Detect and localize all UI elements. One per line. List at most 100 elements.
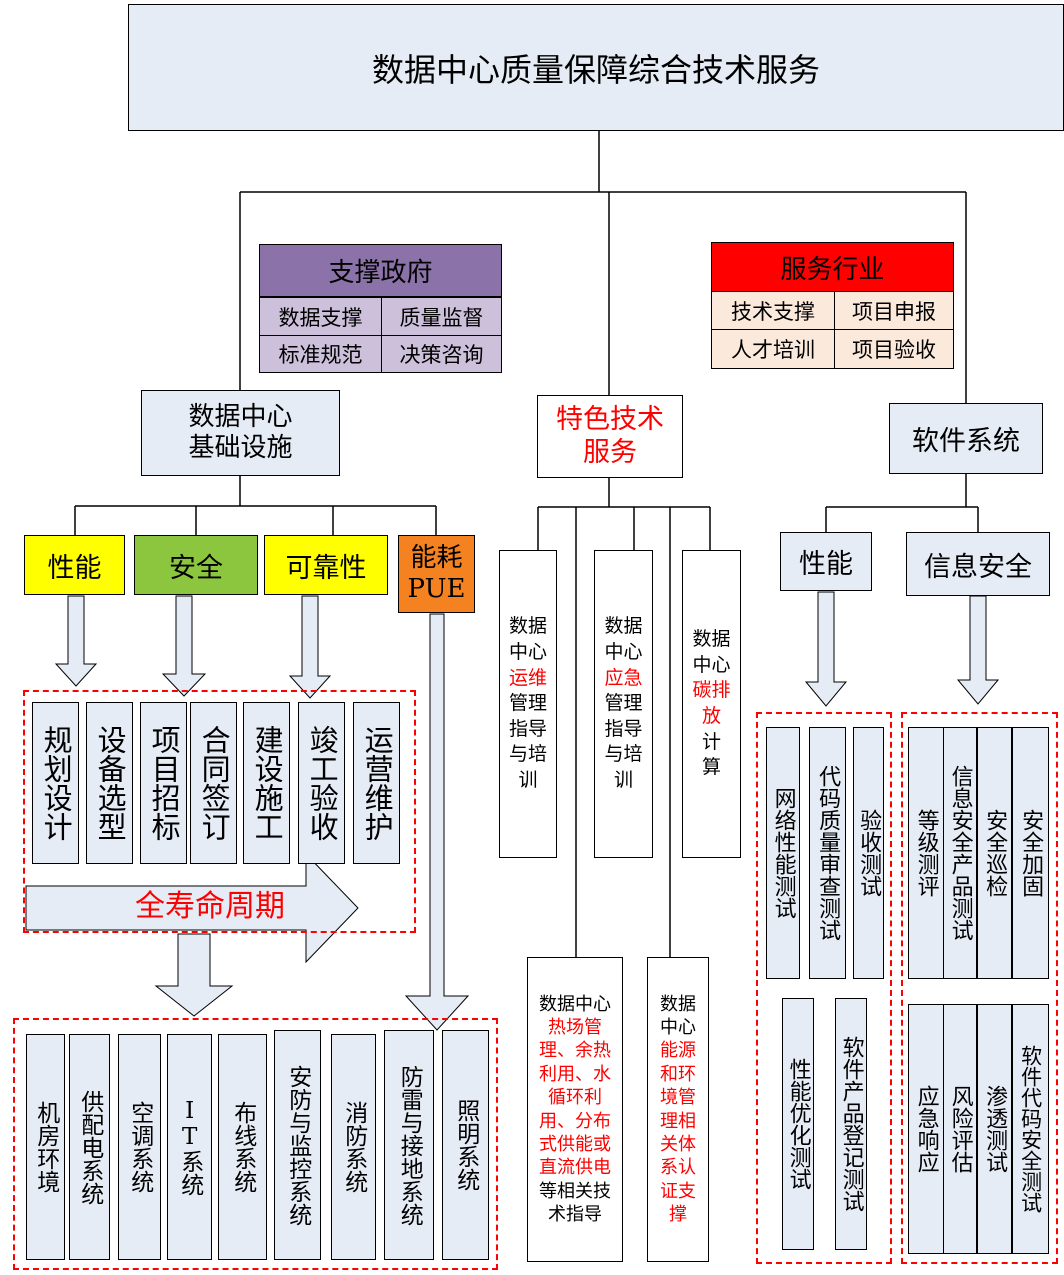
serve-industry-cell: 项目验收 [834,329,954,369]
support-gov-cell: 决策咨询 [381,335,502,373]
special-item-text-red: 应急 [604,666,643,689]
special-item-text-red: 式供能或 [539,1133,611,1155]
special-item-line: 数据 [660,993,696,1016]
special-item-line: 中心 [660,1016,696,1039]
special-item-text-black: 与培 [508,743,547,766]
software-category-performance: 性能 [780,532,872,591]
software-sec-item: 安全巡检 [977,727,1012,979]
serve-industry-cell: 项目申报 [834,291,954,330]
special-item-thermal: 数据中心热场管理、余热利用、水循环利用、分布式供能或直流供电等相关技术指导 [527,957,623,1262]
special-item-line: 循环利 [548,1086,602,1109]
arrow-down-icon [804,591,848,707]
special-item-line: 式供能或 [539,1133,611,1156]
special-item-line: 境管 [660,1086,696,1109]
lifecycle-region [23,690,416,933]
arrow-down-icon [404,613,470,1031]
special-item-text-red: 利用、水 [539,1063,611,1085]
support-gov-cell: 数据支撑 [259,297,382,336]
special-item-line: 管理 [509,691,547,717]
software-perf-item: 性能优化测试 [782,998,814,1250]
main-title-box: 数据中心质量保障综合技术服务 [128,4,1064,131]
tree-connectors [74,130,979,957]
page-title: 数据中心质量保障综合技术服务 [371,50,820,89]
special-item-line: 理相 [660,1110,696,1133]
special-item-text-red: 能源 [660,1040,696,1062]
special-item-line: 能源 [660,1039,696,1062]
special-item-text-black: 中心 [604,640,643,663]
special-item-energy-env: 数据中心能源和环境管理相关体系认证支撑 [647,957,709,1262]
lifecycle-step: 运营维护 [353,702,400,864]
software-sec-item: 等级测评 [908,727,944,979]
special-item-text-red: 碳排 [692,679,731,702]
special-item-text-black: 中心 [508,640,547,663]
special-item-line: 指导 [509,717,547,743]
special-item-text-black: 数据 [692,628,731,651]
infra-system: 照明系统 [442,1030,489,1260]
infra-category-energy: 能耗 PUE [398,535,475,613]
software-sec-region [901,712,1058,1264]
software-perf-item: 网络性能测试 [766,727,800,979]
infra-system: 安防与监控系统 [274,1030,321,1260]
lifecycle-step: 规划设计 [32,702,79,864]
special-item-text-black: 数据 [508,615,547,638]
special-item-line: 证支 [660,1180,696,1203]
infra-category-performance: 性能 [24,535,125,595]
support-gov-panel: 支撑政府 数据支撑 质量监督 标准规范 决策咨询 [259,244,502,373]
lifecycle-step: 合同签订 [190,702,237,864]
special-item-line: 系认 [660,1156,696,1179]
special-item-text: 数据中心热场管理、余热利用、水循环利用、分布式供能或直流供电等相关技术指导 [539,993,611,1227]
infra-system: 布线系统 [218,1034,267,1260]
serve-industry-header: 服务行业 [711,242,954,292]
special-item-line: 理、余热 [539,1039,611,1062]
special-item-line: 与培 [604,742,642,768]
arrow-down-icon [288,595,332,699]
special-item-line: 训 [614,768,633,794]
special-item-text-red: 系认 [660,1157,696,1179]
software-sec-item: 信息安全产品测试 [943,727,977,979]
infra-title-box: 数据中心 基础设施 [141,390,340,476]
special-item-text: 数据中心能源和环境管理相关体系认证支撑 [660,993,696,1227]
arrow-down-icon [54,595,98,687]
special-item-ops: 数据中心运维管理指导与培训 [499,550,557,858]
special-item-line: 应急 [604,666,642,692]
special-item-line: 中心 [509,640,547,666]
special-item-text-black: 训 [613,769,633,792]
arrow-down-icon [154,933,234,1017]
special-item-line: 计 [702,730,721,756]
special-item-text-red: 循环利 [548,1087,602,1109]
special-item-text-black: 中心 [692,653,731,676]
special-item-line: 算 [702,755,721,781]
special-item-line: 中心 [604,640,642,666]
special-item-text-red: 热场管 [548,1016,602,1038]
special-item-text-red: 运维 [508,666,547,689]
software-sec-item: 安全加固 [1012,727,1049,979]
serve-industry-cell: 技术支撑 [711,291,835,330]
infra-category-security: 安全 [134,535,258,595]
special-item-line: 数据 [509,614,547,640]
special-item-text-black: 算 [701,756,721,779]
special-item-text-red: 证支 [660,1180,696,1202]
software-perf-item: 验收测试 [853,727,884,979]
special-item-text-black: 训 [518,769,538,792]
arrow-down-icon [956,595,1000,705]
special-item-line: 碳排 [692,678,730,704]
special-item-line: 撑 [669,1203,687,1226]
special-item-text-red: 理相 [660,1110,696,1132]
software-perf-item: 软件产品登记测试 [835,998,867,1250]
down-arrows [54,591,1000,1031]
infra-system: IT系统 [167,1034,212,1260]
special-item-text-black: 中心 [660,1016,696,1038]
special-item-text-black: 指导 [604,717,643,740]
software-perf-item: 代码质量审查测试 [809,727,846,979]
special-item-line: 热场管 [548,1016,602,1039]
special-item-text: 数据中心运维管理指导与培训 [509,614,547,793]
infra-system: 消防系统 [331,1034,376,1260]
special-item-line: 术指导 [548,1203,602,1226]
special-item-line: 利用、水 [539,1063,611,1086]
special-item-text-black: 与培 [604,743,643,766]
special-item-line: 等相关技 [539,1180,611,1203]
special-item-text-red: 关体 [660,1133,696,1155]
infra-system: 机房环境 [26,1034,65,1260]
software-sec-item: 渗透测试 [977,1004,1012,1254]
special-item-emergency: 数据中心应急管理指导与培训 [594,550,653,858]
